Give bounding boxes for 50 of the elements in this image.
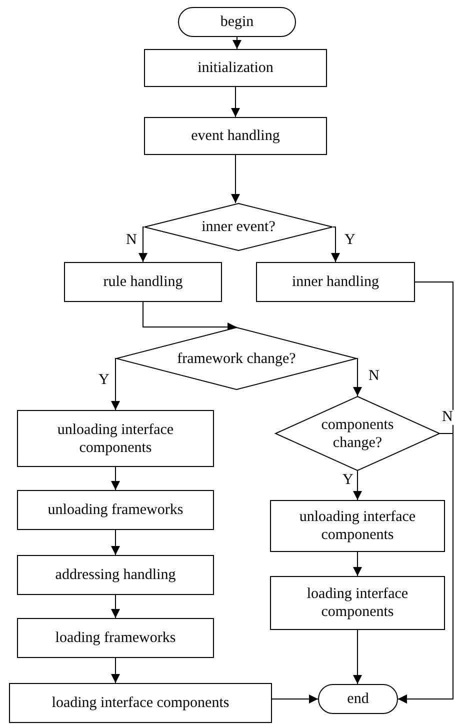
- arrow: [142, 302, 237, 332]
- arrow: [232, 36, 242, 50]
- arrow: [272, 694, 318, 704]
- process-box: [17, 555, 214, 595]
- terminal-shape: [178, 7, 296, 37]
- arrow: [353, 552, 362, 576]
- arrow: [111, 658, 120, 684]
- node-label: loading interface components: [306, 585, 410, 621]
- decision-diamond: [144, 203, 333, 251]
- arrow: [111, 466, 120, 490]
- arrow: [111, 530, 120, 556]
- node-label: inner event?: [200, 218, 276, 236]
- arrow: [231, 86, 240, 118]
- process-box: [64, 262, 222, 302]
- process-box: [17, 490, 214, 530]
- node-label: begin: [219, 13, 255, 31]
- arrow: [231, 154, 240, 204]
- terminal-shape: [318, 684, 398, 714]
- node-label: rule handling: [102, 273, 184, 291]
- node-label: inner handling: [290, 273, 380, 291]
- node-label: unloading interface components: [56, 420, 175, 456]
- arrow: [353, 630, 362, 684]
- node-label: loading frameworks: [54, 629, 177, 647]
- node-label: unloading interface components: [298, 508, 417, 544]
- arrow: [353, 358, 362, 396]
- process-box: [144, 49, 327, 87]
- process-box: [17, 618, 214, 658]
- decision-diamond: [275, 396, 440, 471]
- process-box: [17, 410, 214, 467]
- node-label: initialization: [196, 59, 274, 77]
- process-box: [256, 262, 415, 302]
- node-label: addressing handling: [54, 566, 177, 584]
- arrow: [111, 358, 120, 410]
- node-label: loading interface components: [50, 694, 230, 712]
- arrow: [398, 433, 454, 704]
- node-label: unloading frameworks: [46, 501, 184, 519]
- process-box: [270, 500, 445, 552]
- node-label: framework change?: [176, 350, 297, 368]
- arrow: [138, 226, 148, 262]
- decision-diamond: [116, 327, 357, 390]
- node-label: end: [346, 690, 370, 708]
- node-label: components change?: [320, 416, 395, 452]
- arrow: [111, 594, 120, 618]
- edge-label: N: [441, 410, 454, 424]
- process-box: [144, 117, 327, 155]
- arrow: [353, 470, 362, 500]
- arrow: [331, 226, 340, 262]
- process-box: [9, 683, 272, 723]
- process-box: [270, 576, 445, 630]
- node-label: event handling: [190, 127, 281, 145]
